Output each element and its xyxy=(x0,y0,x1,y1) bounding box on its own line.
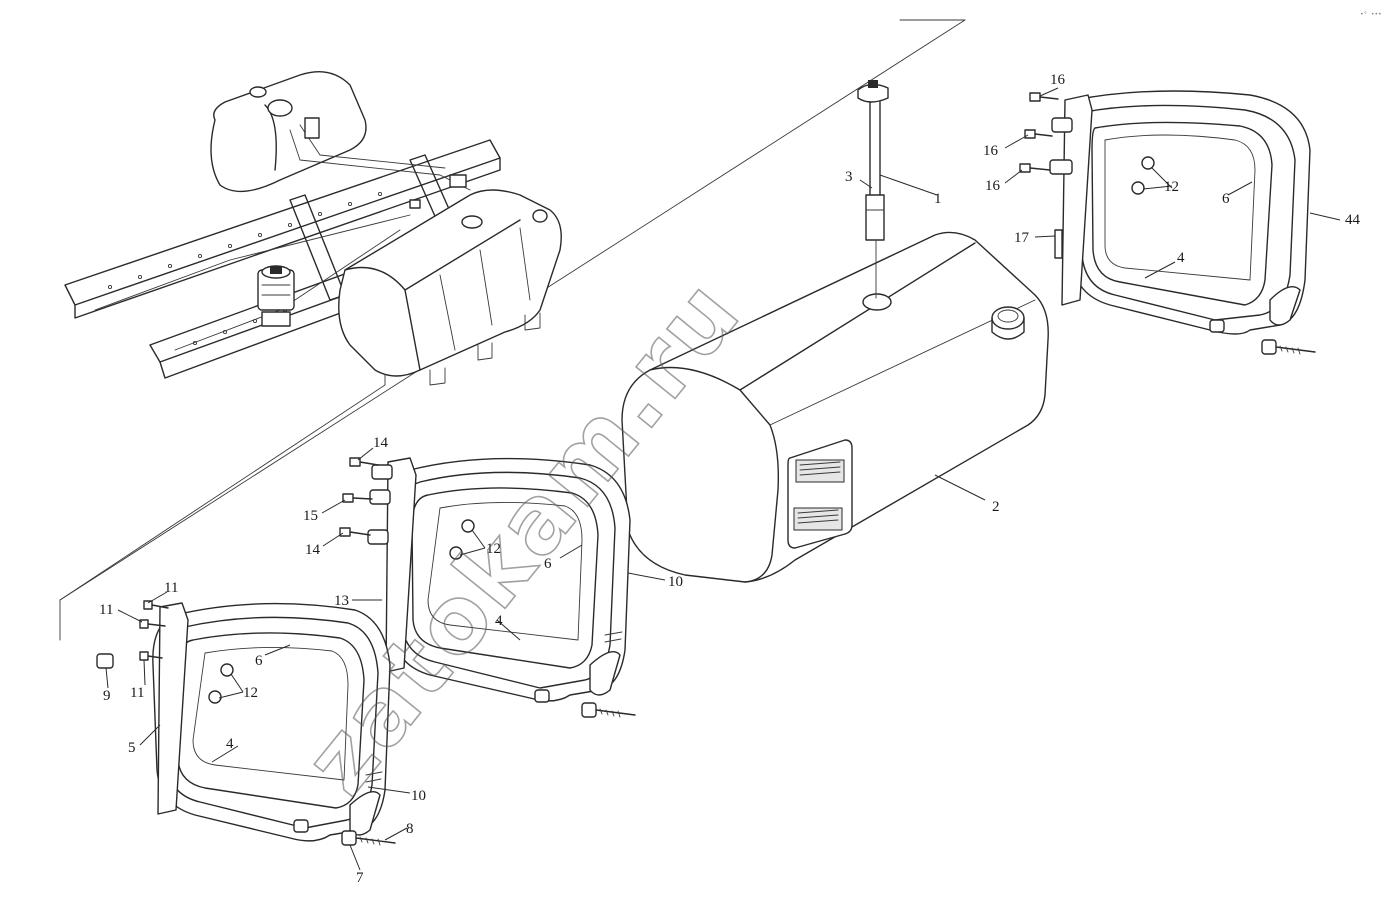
bracket-plate-texture xyxy=(793,459,845,531)
callout-6-top: 6 xyxy=(1222,191,1230,207)
callout-4-top: 4 xyxy=(1177,250,1185,266)
callout-14-a: 14 xyxy=(373,435,389,451)
callout-10-mid: 10 xyxy=(668,574,683,590)
chassis-frame-assembly xyxy=(64,71,562,386)
callout-8: 8 xyxy=(406,821,414,837)
callout-11-b: 11 xyxy=(99,602,113,618)
callout-4-bot: 4 xyxy=(226,736,234,752)
callout-10-bot: 10 xyxy=(411,788,426,804)
callout-1: 1 xyxy=(934,191,942,207)
callout-9: 9 xyxy=(103,688,111,704)
fuel-filter-icon xyxy=(257,265,295,327)
strap-assembly-right xyxy=(1019,90,1316,355)
callout-12-bot: 12 xyxy=(243,685,258,701)
callout-6-mid: 6 xyxy=(544,556,552,572)
callout-16-c: 16 xyxy=(985,178,1001,194)
corner-mark: •° ••• xyxy=(1360,11,1382,18)
callout-2: 2 xyxy=(992,499,1000,515)
callout-15: 15 xyxy=(303,508,318,524)
strap-assembly-bottom xyxy=(96,600,396,846)
callout-12-top: 12 xyxy=(1164,179,1179,195)
callout-7: 7 xyxy=(356,870,364,886)
leader-lines xyxy=(105,87,1341,871)
filler-neck-icon xyxy=(991,306,1025,340)
callout-3: 3 xyxy=(845,169,853,185)
callout-44: 44 xyxy=(1345,212,1361,228)
callout-labels: 1 2 3 4 4 4 5 6 6 6 7 8 9 10 10 11 11 11… xyxy=(99,72,1361,886)
callout-17: 17 xyxy=(1014,230,1030,246)
callout-16-b: 16 xyxy=(983,143,999,159)
callout-11-c: 11 xyxy=(130,685,144,701)
callout-16-a: 16 xyxy=(1050,72,1066,88)
callout-6-bot: 6 xyxy=(255,653,263,669)
callout-14-b: 14 xyxy=(305,542,321,558)
main-fuel-tank xyxy=(621,231,1049,583)
callout-12-mid: 12 xyxy=(486,541,501,557)
callout-13: 13 xyxy=(334,593,349,609)
bolt-icon xyxy=(1019,92,1059,173)
strap-assembly-middle xyxy=(339,457,636,718)
callout-4-mid: 4 xyxy=(495,613,503,629)
fuel-level-sender xyxy=(857,80,889,299)
callout-11-a: 11 xyxy=(164,580,178,596)
callout-5: 5 xyxy=(128,740,136,756)
